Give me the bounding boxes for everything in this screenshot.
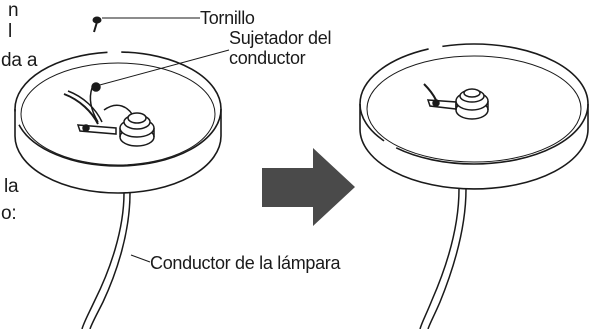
arrow-icon — [262, 148, 355, 226]
left-mount-hardware — [63, 82, 155, 147]
screw-icon — [92, 16, 102, 33]
left-text-fragment: o: — [1, 203, 17, 224]
left-text-fragment: l — [8, 21, 13, 42]
wire-clip-label-line1: Sujetador del — [229, 28, 332, 48]
left-text-fragment: n — [8, 0, 19, 21]
left-text-fragment: la — [4, 176, 19, 197]
right-mount-hardware — [423, 83, 489, 120]
left-lamp-cord — [81, 192, 131, 329]
right-lamp-cord — [419, 188, 467, 329]
left-canopy — [14, 51, 222, 194]
right-canopy — [359, 43, 589, 190]
left-text-fragment: da a — [1, 50, 38, 71]
wire-clip-label-line2: conductor — [229, 48, 306, 68]
screw-label: Tornillo — [200, 8, 255, 28]
leader-lines — [95, 17, 230, 263]
lamp-wire-label: Conductor de la lámpara — [150, 253, 341, 273]
